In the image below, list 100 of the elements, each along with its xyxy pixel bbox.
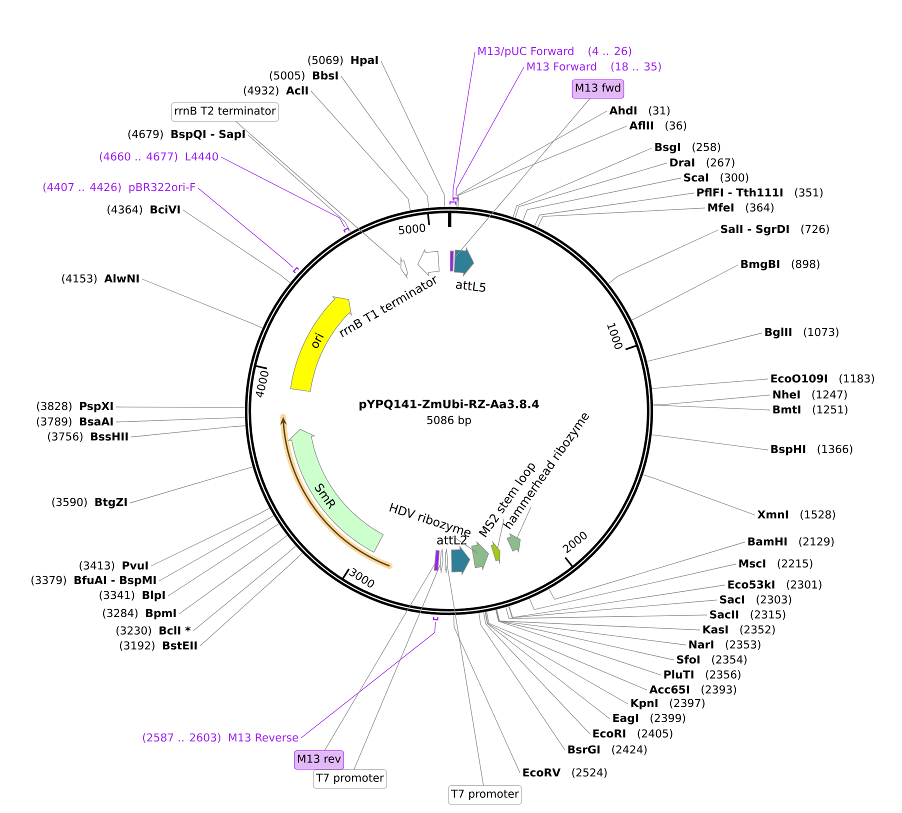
primer-label: (2587 .. 2603) M13 Reverse <box>143 733 298 743</box>
primer-binding-mark <box>343 227 350 233</box>
scale-label: 1000 <box>607 322 622 349</box>
enzyme-site-label: BmgBI (898) <box>741 260 820 270</box>
scale-label: 4000 <box>256 370 268 398</box>
leader-line <box>168 523 280 596</box>
feature-block <box>450 250 454 272</box>
enzyme-site-label: DraI (267) <box>670 158 734 168</box>
enzyme-site-label: (3230) BclI * <box>116 626 191 636</box>
leader-line <box>485 612 628 704</box>
leader-line <box>642 474 756 516</box>
leader-line <box>505 606 708 619</box>
primer-label: M13/pUC Forward (4 .. 26) <box>478 46 632 58</box>
enzyme-site-label: ScaI (300) <box>684 173 748 183</box>
leader-line <box>130 466 253 504</box>
leader-line <box>652 405 770 410</box>
leader-line <box>514 162 668 218</box>
leader-line <box>324 564 436 751</box>
enzyme-site-label: (3379) BfuAI - BspMI <box>31 576 156 586</box>
feature-label: attL2 <box>437 535 466 545</box>
enzyme-site-label: (5069) HpaI <box>308 56 378 66</box>
leader-line <box>220 156 345 228</box>
leader-line <box>478 612 566 750</box>
enzyme-site-label: (4932) AclI <box>244 86 308 96</box>
enzyme-site-label: SalI - SgrDI (726) <box>721 224 829 236</box>
leader-line <box>632 264 738 320</box>
enzyme-site-label: NarI (2353) <box>689 640 760 650</box>
enzyme-site-label: BsrGI (2424) <box>568 745 647 755</box>
leader-line <box>452 536 478 554</box>
leader-line <box>652 434 768 450</box>
leader-line <box>495 610 662 676</box>
scale-label: 5000 <box>398 224 426 234</box>
enzyme-site-label: Eco53kI (2301) <box>728 580 822 590</box>
enzyme-site-label: (3341) BlpI <box>100 590 165 602</box>
enzyme-site-label: KasI (2352) <box>703 625 775 635</box>
enzyme-site-label: XmnI (1528) <box>758 510 836 520</box>
feature-label: attL5 <box>456 281 486 292</box>
primer-binding-mark <box>432 616 438 620</box>
leader-line <box>646 332 762 362</box>
leader-line <box>486 611 648 690</box>
leader-line <box>192 546 296 632</box>
enzyme-site-label: Acc65I (2393) <box>649 685 736 695</box>
leader-line <box>150 508 270 566</box>
leader-line <box>496 609 674 660</box>
feature-block <box>434 550 440 571</box>
leader-line <box>652 394 770 406</box>
enzyme-site-label: (3284) BpmI <box>103 608 176 620</box>
leader-line <box>652 378 768 390</box>
enzyme-site-label: EcoRV (2524) <box>523 768 607 778</box>
enzyme-site-label: (5005) BbsI <box>270 71 338 81</box>
leader-line <box>548 542 746 600</box>
primer-label: (4407 .. 4426) pBR322ori-F <box>43 182 196 194</box>
enzyme-site-label: AflII (36) <box>629 121 686 131</box>
leader-line <box>608 230 718 284</box>
leader-line <box>340 76 429 208</box>
leader-line <box>496 609 700 630</box>
leader-line <box>483 612 590 734</box>
leader-line <box>496 609 686 646</box>
leader-line <box>248 134 351 232</box>
primer-label: (4660 .. 4677) L4440 <box>100 152 218 162</box>
leader-line <box>380 60 446 208</box>
enzyme-site-label: BamHI (2129) <box>748 537 834 547</box>
enzyme-site-label: EcoO109I (1183) <box>771 374 874 384</box>
primer-label: M13 Forward (18 .. 35) <box>527 62 661 72</box>
enzyme-site-label: (4679) BspQI - SapI <box>128 130 245 140</box>
leader-line <box>522 178 682 221</box>
enzyme-site-label: (3413) PvuI <box>80 561 148 571</box>
leader-line <box>198 188 294 268</box>
enzyme-site-label: MscI (2215) <box>739 559 812 569</box>
enzyme-site-label: BglII (1073) <box>765 328 838 338</box>
leader-line <box>300 622 436 738</box>
enzyme-site-label: EagI (2399) <box>613 714 686 724</box>
enzyme-site-label: SacII (2315) <box>710 610 786 620</box>
plasmid-backbone <box>244 206 654 616</box>
enzyme-site-label: (3192) BstEII <box>120 641 197 651</box>
leader-line <box>310 90 411 211</box>
primer-label-box: M13 fwd <box>572 79 624 99</box>
primer-binding-mark <box>453 197 459 201</box>
leader-line <box>116 406 246 408</box>
leader-line <box>354 564 441 770</box>
enzyme-site-label: (3590) BtgZI <box>52 498 127 508</box>
leader-line <box>458 126 628 208</box>
leader-line <box>236 121 400 266</box>
leader-line <box>446 564 484 786</box>
feature-label-box: rrnB T2 terminator <box>171 102 279 122</box>
enzyme-site-label: (3789) BsaAI <box>36 417 113 427</box>
enzyme-site-label: MfeI (364) <box>708 203 774 213</box>
enzyme-site-label: KpnI (2397) <box>631 698 704 710</box>
leader-line <box>516 506 532 539</box>
feature-block <box>444 548 448 574</box>
leader-line <box>456 66 524 196</box>
enzyme-site-label: (3756) BssHII <box>48 432 128 442</box>
leader-line <box>158 515 274 582</box>
enzyme-site-label: BmtI (1251) <box>773 405 848 415</box>
enzyme-site-label: BspHI (1366) <box>771 444 852 456</box>
leader-line <box>529 564 736 610</box>
enzyme-site-label: (3828) PspXI <box>37 402 113 412</box>
feature-label-box: T7 promoter <box>313 769 387 789</box>
enzyme-site-label: AhdI (31) <box>609 106 670 116</box>
enzyme-site-label: PluTI (2356) <box>664 670 740 680</box>
